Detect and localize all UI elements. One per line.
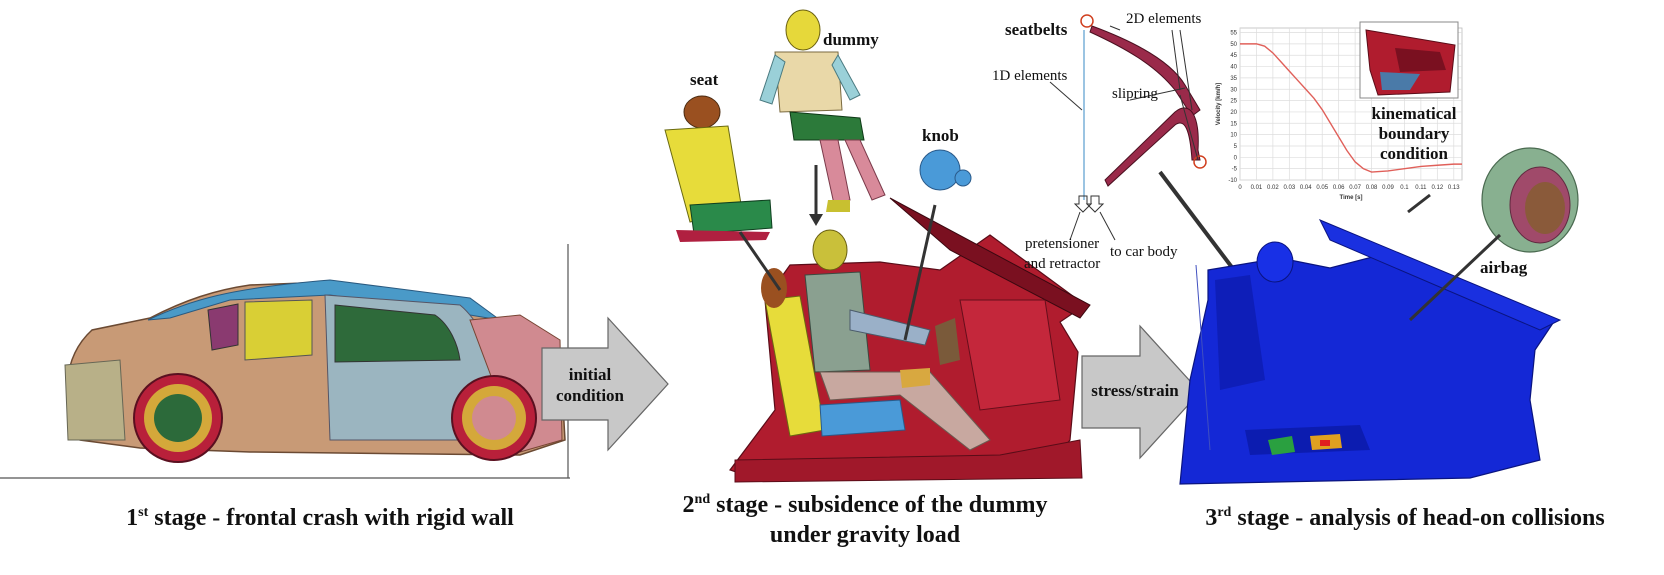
inset-pointer bbox=[1407, 193, 1431, 214]
chart-ytick-label: 10 bbox=[1230, 133, 1237, 139]
chart-ytick-label: 0 bbox=[1234, 155, 1238, 161]
stage2-sup: nd bbox=[694, 492, 711, 507]
2d-leader-b bbox=[1179, 29, 1193, 111]
seatbelts-label: seatbelts bbox=[1005, 20, 1068, 39]
car-body-arrow bbox=[1085, 195, 1105, 213]
pretensioner-label: pretensioner and retractor bbox=[1024, 234, 1100, 274]
2d-elements-label: 2D elements bbox=[1126, 11, 1202, 27]
chart-ytick-label: 30 bbox=[1230, 87, 1237, 93]
rear-bumper bbox=[64, 359, 126, 441]
knob-pointer bbox=[903, 204, 937, 341]
seatbelt-diagram bbox=[1049, 14, 1207, 241]
stage2-text: stage - subsidence of the dummy bbox=[710, 492, 1048, 518]
2d-leader-a bbox=[1171, 29, 1181, 91]
chart-xtick-label: 0.09 bbox=[1382, 185, 1394, 191]
seatbelt-pointer bbox=[1158, 170, 1242, 280]
kinematical-line2: boundary bbox=[1378, 124, 1450, 143]
chart-xtick-label: 0.08 bbox=[1366, 185, 1378, 191]
chart-ytick-label: 50 bbox=[1230, 42, 1237, 48]
slipring-label: slipring bbox=[1112, 86, 1158, 102]
chart-ytick-label: 55 bbox=[1230, 31, 1237, 37]
to-car-body-label: to car body bbox=[1110, 244, 1178, 260]
initial-condition-arrow bbox=[541, 316, 669, 452]
rear-window bbox=[244, 299, 313, 361]
dummy-model bbox=[759, 9, 886, 212]
stress-strain-text: stress/strain bbox=[1091, 381, 1179, 400]
airbag-pointer bbox=[1408, 233, 1502, 322]
chart-xtick-label: 0.1 bbox=[1400, 185, 1409, 191]
chart-xtick-label: 0.02 bbox=[1267, 185, 1279, 191]
chart-xtick-label: 0.03 bbox=[1283, 185, 1295, 191]
chart-ytick-label: -10 bbox=[1228, 178, 1237, 184]
chart-ytick-label: 20 bbox=[1230, 110, 1237, 116]
belt-line-blue bbox=[1195, 264, 1211, 451]
seat-pointer bbox=[738, 231, 782, 291]
seat-model bbox=[664, 95, 773, 242]
stage2-assembly bbox=[729, 197, 1091, 483]
stage3-text: stage - analysis of head-on collisions bbox=[1231, 505, 1605, 531]
slipring-leader bbox=[1179, 94, 1199, 161]
initial-condition-text: initial condition bbox=[542, 364, 638, 406]
chart-ytick-label: 25 bbox=[1230, 99, 1237, 105]
chart-ytick-label: -5 bbox=[1232, 167, 1238, 173]
chart-xtick-label: 0.01 bbox=[1251, 185, 1263, 191]
quarter-window bbox=[207, 303, 239, 351]
chart-xtick-label: 0.05 bbox=[1316, 185, 1328, 191]
chart-xtick-label: 0.13 bbox=[1448, 185, 1460, 191]
initial-line2: condition bbox=[555, 386, 625, 405]
chart-xtick-label: 0.04 bbox=[1300, 185, 1312, 191]
stage1-text: stage - frontal crash with rigid wall bbox=[148, 505, 514, 531]
stage3-prefix: 3 bbox=[1205, 505, 1218, 531]
kinematical-line3: condition bbox=[1379, 144, 1449, 163]
chart-xtick-label: 0.06 bbox=[1333, 185, 1345, 191]
initial-line1: initial bbox=[568, 365, 612, 384]
pretensioner-arrow bbox=[1073, 195, 1093, 213]
lower-belt bbox=[1104, 107, 1201, 187]
chart-xtick-label: 0 bbox=[1238, 185, 1242, 191]
airbag-label: airbag bbox=[1480, 258, 1528, 277]
dummy-label: dummy bbox=[823, 30, 879, 49]
chart-ytick-label: 40 bbox=[1230, 65, 1237, 71]
pretensioner-line2: and retractor bbox=[1024, 256, 1101, 272]
pretensioner-line1: pretensioner bbox=[1025, 236, 1100, 252]
knob-model bbox=[919, 149, 972, 191]
front-window bbox=[334, 304, 461, 363]
stage1-car-model bbox=[0, 244, 570, 479]
seat-label: seat bbox=[690, 70, 719, 89]
chart-xtick-label: 0.07 bbox=[1349, 185, 1361, 191]
chart-ylabel: Velocity [km/h] bbox=[1216, 83, 1222, 125]
airbag-model bbox=[1481, 147, 1579, 253]
stage3-blue-model bbox=[1179, 219, 1562, 485]
stage2-caption: 2nd stage - subsidence of the dummy unde… bbox=[630, 485, 1100, 550]
stage3-caption: 3rd stage - analysis of head-on collisio… bbox=[1150, 498, 1660, 533]
dummy-pointer-head bbox=[809, 214, 823, 226]
rear-wheel bbox=[133, 373, 223, 463]
anchor-bottom bbox=[1193, 155, 1207, 169]
chart-ytick-label: 5 bbox=[1234, 144, 1238, 150]
front-wheel bbox=[451, 375, 537, 461]
chart-xtick-label: 0.11 bbox=[1415, 185, 1427, 191]
chart-ytick-label: 15 bbox=[1230, 121, 1237, 127]
stage1-prefix: 1 bbox=[126, 505, 139, 531]
kinematical-line1: kinematical bbox=[1371, 104, 1457, 123]
chart-ytick-label: 45 bbox=[1230, 53, 1237, 59]
chart-xtick-label: 0.12 bbox=[1431, 185, 1443, 191]
stage3-sup: rd bbox=[1217, 505, 1232, 520]
stage2-prefix: 2 bbox=[682, 492, 695, 518]
stage2-line2: under gravity load bbox=[769, 522, 961, 548]
1d-leader bbox=[1049, 81, 1083, 111]
stage1-sup: st bbox=[138, 505, 149, 520]
chart-ytick-label: 35 bbox=[1230, 76, 1237, 82]
chart-series-line bbox=[1240, 43, 1462, 173]
stage1-caption: 1st stage - frontal crash with rigid wal… bbox=[60, 498, 580, 533]
1d-elements-label: 1D elements bbox=[992, 68, 1068, 84]
chart-xlabel: Time [s] bbox=[1340, 195, 1363, 201]
kinematical-label: kinematical boundary condition bbox=[1366, 104, 1462, 164]
knob-label: knob bbox=[922, 126, 959, 145]
anchor-top bbox=[1080, 14, 1094, 28]
kinematical-inset bbox=[1359, 21, 1459, 99]
stress-strain-arrow bbox=[1081, 324, 1201, 460]
